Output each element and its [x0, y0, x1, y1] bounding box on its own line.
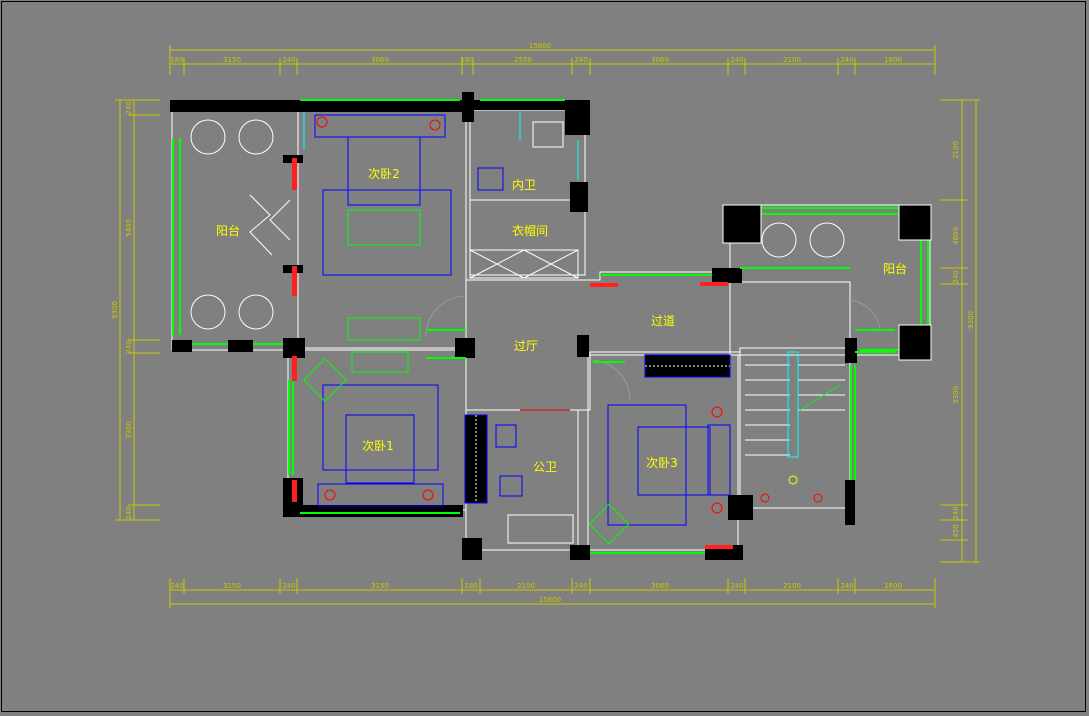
- dim-label: 2100: [952, 141, 960, 159]
- room-label-bedroom2: 次卧2: [368, 167, 400, 181]
- balcony-plants-left: [190, 119, 274, 330]
- right-dimensions: [940, 99, 980, 563]
- wardrobe-strip: [644, 354, 731, 378]
- dim-label: 240: [125, 506, 133, 519]
- dim-label: 240: [730, 582, 743, 590]
- room-label-inner-bath: 内卫: [512, 178, 536, 192]
- dim-label: 2100: [517, 582, 535, 590]
- dim-label: 450: [952, 524, 960, 537]
- balcony-door-left: [249, 194, 291, 256]
- room-labels: 次卧2 内卫 衣帽间 阳台 阳台 过道 过厅 次卧1 公卫 次卧3: [216, 167, 907, 474]
- right-dim-labels: 9300 2100 4800 240 3300 240 450: [952, 141, 975, 538]
- wardrobe-vertical: [464, 414, 488, 504]
- dim-label: 2550: [514, 56, 532, 64]
- dim-label: 240: [730, 56, 743, 64]
- dim-label: 180: [170, 56, 183, 64]
- dim-label: 180: [460, 56, 473, 64]
- dim-label: 2100: [783, 582, 801, 590]
- bedroom1-furniture: [303, 317, 444, 507]
- room-label-balcony-left: 阳台: [216, 223, 240, 238]
- cloakroom-storage: [469, 249, 579, 279]
- door-markers: [426, 329, 895, 363]
- dim-label: 3060: [651, 56, 669, 64]
- room-label-cloakroom: 衣帽间: [512, 223, 548, 238]
- bottom-dimensions: [169, 578, 936, 608]
- dim-label: 240: [574, 56, 587, 64]
- dim-label: 3300: [125, 421, 133, 439]
- dim-label: 240: [282, 56, 295, 64]
- dim-label: 2100: [783, 56, 801, 64]
- left-dim-labels: 9300 240 5400 240 3300 240: [111, 101, 133, 519]
- dim-label: 240: [952, 270, 960, 283]
- room-label-balcony-right: 阳台: [883, 261, 907, 276]
- windows: [288, 99, 856, 554]
- dim-label: 3150: [223, 582, 241, 590]
- walls: [170, 92, 857, 560]
- dim-label: 240: [125, 101, 133, 114]
- dim-label: 3300: [952, 386, 960, 404]
- dim-label: 1800: [884, 56, 902, 64]
- room-label-bedroom3: 次卧3: [646, 456, 678, 470]
- dim-label: 180: [464, 582, 477, 590]
- balcony-columns-right: [722, 204, 932, 361]
- top-segment-dims: 180 3150 240 3060 180 2550 240 3060 240 …: [170, 56, 902, 64]
- dim-label: 240: [170, 582, 183, 590]
- dim-label: 4800: [952, 227, 960, 245]
- bedroom3-furniture: [588, 404, 731, 545]
- dim-label: 240: [125, 340, 133, 353]
- balcony-railings: [172, 138, 929, 351]
- public-bath-fixtures: [495, 409, 574, 544]
- room-label-hall: 过厅: [514, 339, 538, 353]
- dim-label: 240: [840, 582, 853, 590]
- bottom-total-dim: 15600: [539, 596, 561, 604]
- dim-label: 3150: [223, 56, 241, 64]
- dim-label: 1800: [884, 582, 902, 590]
- balcony-plants-right: [761, 222, 845, 258]
- bedroom2-furniture: [303, 112, 452, 276]
- top-total-dim: 15600: [529, 42, 551, 50]
- dim-label: 240: [840, 56, 853, 64]
- staircase: [745, 351, 845, 503]
- room-label-bedroom1: 次卧1: [362, 439, 394, 453]
- room-label-corridor: 过道: [651, 314, 675, 328]
- dim-label: 3060: [371, 56, 389, 64]
- dim-label: 3150: [371, 582, 389, 590]
- top-dimensions: [169, 45, 936, 75]
- room-label-public-bath: 公卫: [533, 460, 557, 474]
- dim-label: 240: [282, 582, 295, 590]
- red-hatch: [292, 158, 733, 549]
- inner-bath-fixtures: [477, 112, 579, 191]
- right-total-dim: 9300: [967, 311, 975, 329]
- dim-label: 240: [574, 582, 587, 590]
- left-total-dim: 9300: [111, 301, 119, 319]
- dim-label: 5400: [125, 219, 133, 237]
- dim-label: 240: [952, 506, 960, 519]
- bottom-segment-dims: 240 3150 240 3150 180 2100 240 3060 240 …: [170, 582, 902, 590]
- left-dimensions: [115, 99, 160, 521]
- dim-label: 3060: [651, 582, 669, 590]
